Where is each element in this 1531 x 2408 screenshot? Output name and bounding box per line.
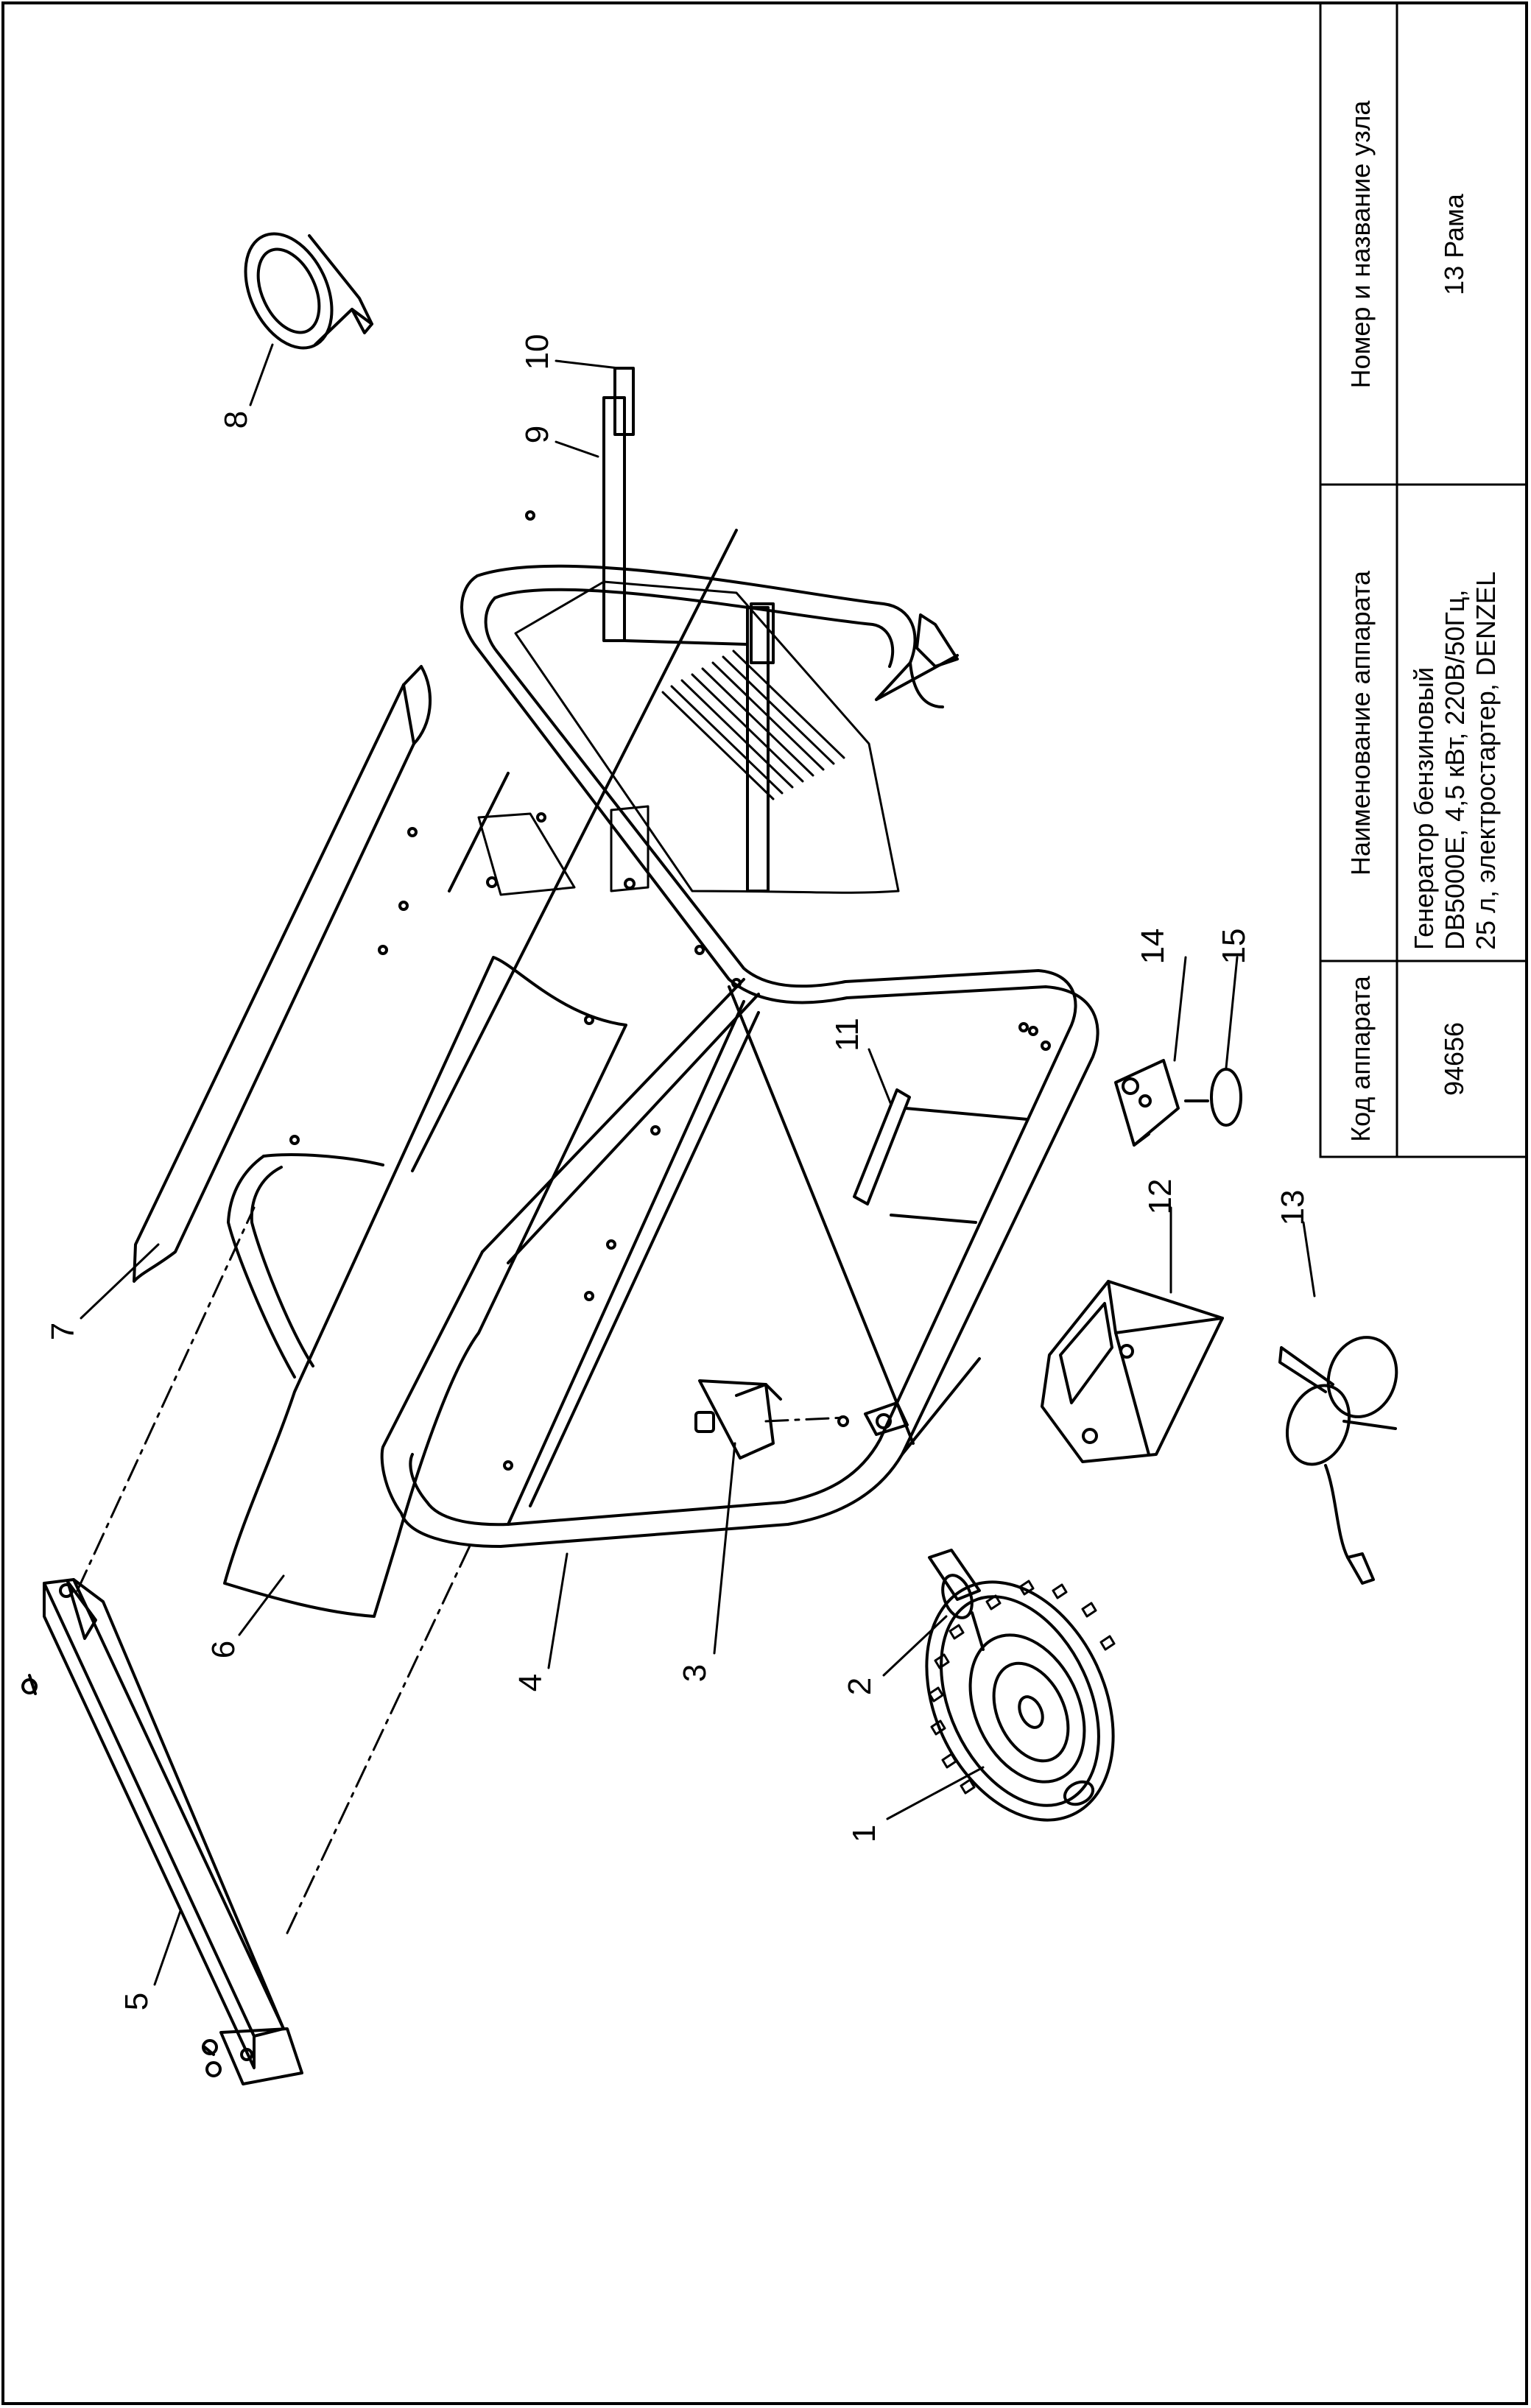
callout-7: 7 (45, 1323, 81, 1340)
mount-bracket-part (1114, 1059, 1180, 1147)
name-header: Наименование аппарата (1345, 570, 1376, 876)
unit-header: Номер и название узла (1345, 100, 1376, 389)
bar-part-11 (853, 1088, 1029, 1224)
handle-part (602, 367, 775, 893)
side-cover-part (133, 665, 432, 1283)
assembly-guidelines (76, 1206, 847, 1935)
callout-1: 1 (846, 1825, 882, 1842)
callout-8: 8 (218, 411, 254, 429)
title-block (1319, 1, 1528, 1158)
callout-13: 13 (1275, 1190, 1311, 1226)
name-line-2: DB5000E, 4,5 кВт, 220В/50Гц, (1440, 590, 1470, 950)
callout-15: 15 (1216, 929, 1252, 965)
tank-panel (477, 580, 900, 896)
part-callouts: 1 2 3 4 5 6 7 8 9 10 11 12 13 14 15 (45, 334, 1311, 2011)
wheel-tread (928, 1580, 1116, 1795)
callout-4: 4 (513, 1674, 549, 1691)
callout-3: 3 (677, 1664, 713, 1682)
main-frame-part (227, 510, 1099, 1548)
axle-pin-part (928, 1549, 985, 1651)
funnel-part (244, 232, 373, 350)
name-line-1: Генератор бензиновый (1409, 667, 1439, 950)
cross-member-part (21, 1578, 303, 2085)
top-plate-part (223, 956, 627, 1618)
battery-part (1041, 1280, 1224, 1463)
callout-9: 9 (519, 426, 555, 443)
callout-14: 14 (1135, 929, 1171, 965)
code-value: 94656 (1439, 1022, 1469, 1096)
bracket-part-3 (694, 1379, 849, 1460)
code-header: Код аппарата (1345, 975, 1376, 1142)
callout-6: 6 (205, 1641, 242, 1658)
unit-value: 13 Рама (1439, 193, 1469, 295)
callout-11: 11 (829, 1018, 865, 1052)
callout-12: 12 (1142, 1179, 1178, 1215)
callout-5: 5 (119, 1993, 155, 2010)
name-line-3: 25 л, электростартер, DENZEL (1471, 571, 1501, 950)
wheel-part (925, 1580, 1115, 1822)
starter-motor-part (1278, 1336, 1398, 1585)
callout-10: 10 (519, 334, 555, 370)
callout-2: 2 (842, 1677, 878, 1695)
callout-leaders (80, 343, 1316, 1986)
rubber-mount-part (1184, 1068, 1242, 1127)
